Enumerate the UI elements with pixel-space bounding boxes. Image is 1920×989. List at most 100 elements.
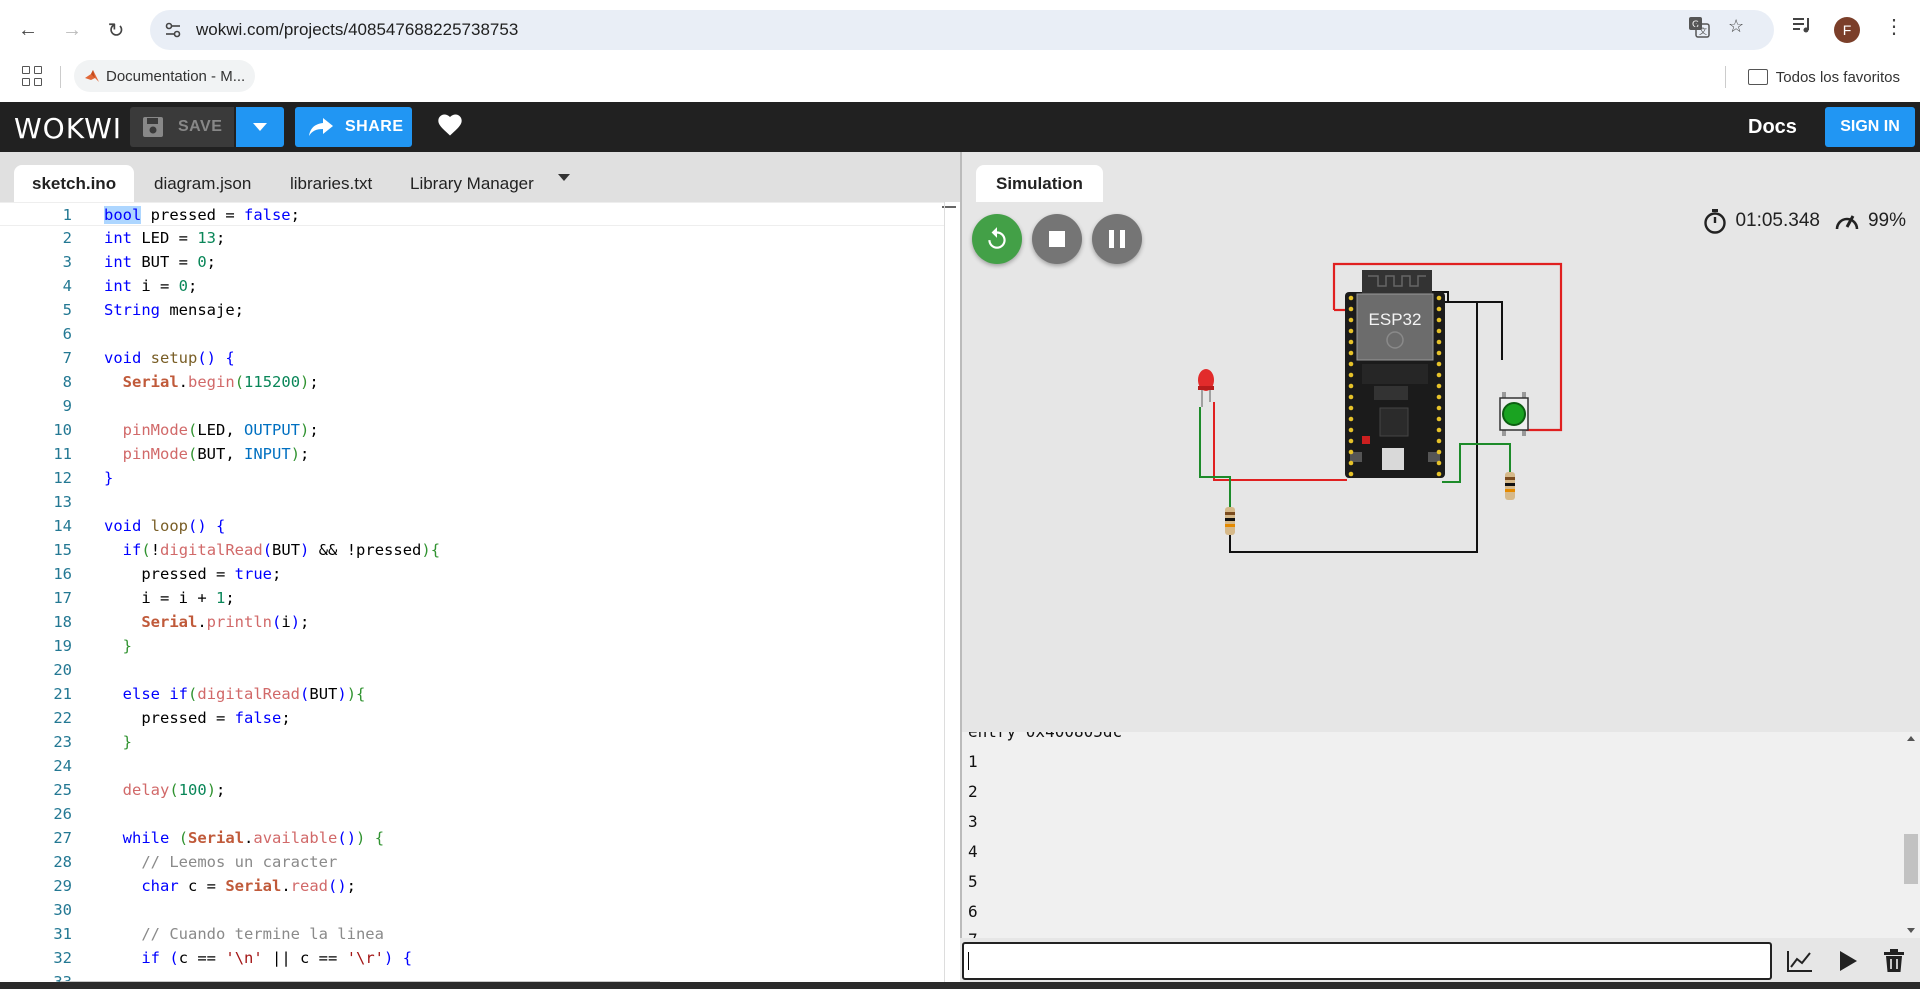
wokwi-logo[interactable]: WOKWI: [14, 112, 123, 145]
pause-simulation-button[interactable]: [1092, 214, 1142, 264]
code-line: 9: [62, 397, 72, 415]
browser-menu-icon[interactable]: ⋮: [1884, 16, 1904, 38]
apps-grid-icon[interactable]: [22, 66, 42, 86]
serial-monitor[interactable]: entry 0x400805dc 1 2 3 4 5 6 7: [960, 732, 1920, 938]
play-icon: [1840, 951, 1857, 971]
docs-link[interactable]: Docs: [1748, 116, 1797, 138]
serial-line: 5: [968, 872, 978, 891]
editor-tabs: sketch.ino diagram.json libraries.txt Li…: [0, 152, 960, 202]
restart-icon: [988, 227, 1006, 249]
wire-red-led[interactable]: [1213, 402, 1347, 481]
text-cursor: [968, 952, 969, 970]
browser-chrome: ← → ↻ wokwi.com/projects/408547688225738…: [0, 0, 1920, 102]
bookmark-documentation[interactable]: Documentation - M...: [74, 60, 256, 92]
red-led[interactable]: [1198, 369, 1214, 407]
editor-scrollbar[interactable]: [944, 202, 960, 989]
reload-icon[interactable]: ↻: [107, 19, 125, 42]
share-button[interactable]: SHARE: [295, 107, 412, 147]
forward-icon[interactable]: →: [62, 18, 82, 41]
serial-line: 7: [968, 930, 978, 938]
site-settings-icon[interactable]: [162, 19, 184, 41]
code-line: 6: [62, 325, 72, 343]
circuit-diagram[interactable]: ESP32: [962, 152, 1920, 732]
all-bookmarks[interactable]: Todos los favoritos: [1724, 66, 1900, 88]
restart-simulation-button[interactable]: [972, 214, 1022, 264]
share-label: SHARE: [345, 118, 404, 135]
timer-value: 01:05.348: [1735, 210, 1820, 231]
serial-line: 4: [968, 842, 978, 861]
save-options-button[interactable]: [236, 107, 284, 147]
scroll-up-icon[interactable]: [1907, 736, 1915, 741]
serial-clear-button[interactable]: [1874, 942, 1914, 980]
tabs-dropdown-icon[interactable]: [558, 174, 570, 181]
serial-scroll-thumb[interactable]: [1904, 834, 1918, 884]
code-line: 8 Serial.begin(115200);: [62, 373, 319, 391]
bookmark-star-icon[interactable]: ☆: [1728, 16, 1745, 36]
stopwatch-icon: [1704, 209, 1727, 234]
code-line: 10 pinMode(LED, OUTPUT);: [53, 421, 319, 439]
esp32-board[interactable]: ESP32: [1345, 270, 1445, 478]
code-line: 31 // Cuando termine la linea: [53, 925, 384, 943]
share-arrow-icon: [309, 118, 333, 136]
serial-line: 1: [968, 752, 978, 771]
code-line: 17 i = i + 1;: [53, 589, 235, 607]
wire-black-ground[interactable]: [1229, 301, 1478, 553]
resistor-led[interactable]: [1225, 507, 1235, 535]
code-line: 19 }: [53, 637, 133, 655]
serial-send-button[interactable]: [1828, 942, 1868, 980]
save-button[interactable]: SAVE: [130, 107, 234, 147]
url-text: wokwi.com/projects/408547688225738753: [196, 20, 519, 39]
serial-plotter-button[interactable]: [1780, 942, 1820, 980]
green-pushbutton[interactable]: [1499, 392, 1529, 436]
esp32-pins-right: [1436, 295, 1442, 477]
serial-line: entry 0x400805dc: [968, 732, 1122, 741]
serial-line: 3: [968, 812, 978, 831]
tab-library-manager[interactable]: Library Manager: [410, 173, 534, 193]
sign-in-button[interactable]: SIGN IN: [1825, 107, 1915, 147]
code-line: 16 pressed = true;: [53, 565, 282, 583]
stop-simulation-button[interactable]: [1032, 214, 1082, 264]
tab-sketch-ino[interactable]: sketch.ino: [14, 165, 135, 202]
profile-avatar[interactable]: F: [1834, 17, 1860, 43]
wire-green-button[interactable]: [1442, 443, 1511, 483]
code-line: 24: [53, 757, 72, 775]
pause-icon: [1109, 230, 1125, 248]
code-line: 23 }: [53, 733, 133, 751]
esp32-pins-left: [1348, 295, 1354, 477]
bookmark-separator: [1724, 66, 1726, 88]
code-line: 29 char c = Serial.read();: [53, 877, 357, 895]
address-bar[interactable]: wokwi.com/projects/408547688225738753: [150, 10, 1774, 50]
resistor-button[interactable]: [1505, 472, 1515, 500]
code-line: 28 // Leemos un caracter: [53, 853, 338, 871]
scroll-down-icon[interactable]: [1907, 928, 1915, 933]
heart-icon[interactable]: [436, 111, 464, 139]
speed-value: 99%: [1867, 210, 1906, 231]
code-line: 12}: [53, 469, 114, 487]
floppy-icon: [143, 117, 163, 137]
bookmark-separator: [60, 66, 61, 88]
chevron-down-icon: [253, 123, 267, 131]
save-label: SAVE: [178, 118, 223, 135]
serial-input[interactable]: [962, 942, 1772, 980]
tab-diagram-json[interactable]: diagram.json: [154, 173, 252, 193]
back-icon[interactable]: ←: [18, 18, 38, 41]
simulation-timer: 01:05.348 99%: [1703, 208, 1906, 234]
wire-green-led[interactable]: [1199, 407, 1231, 507]
code-line: 18 Serial.println(i);: [53, 613, 310, 631]
media-queue-icon[interactable]: [1792, 16, 1812, 39]
tab-simulation[interactable]: Simulation: [976, 165, 1103, 202]
serial-scrollbar[interactable]: [1902, 732, 1920, 938]
code-line: 26: [53, 805, 72, 823]
tab-libraries-txt[interactable]: libraries.txt: [290, 173, 373, 193]
code-line: 32 if (c == '\n' || c == '\r') {: [53, 949, 413, 967]
stop-icon: [1049, 231, 1065, 247]
code-line: 22 pressed = false;: [53, 709, 291, 727]
